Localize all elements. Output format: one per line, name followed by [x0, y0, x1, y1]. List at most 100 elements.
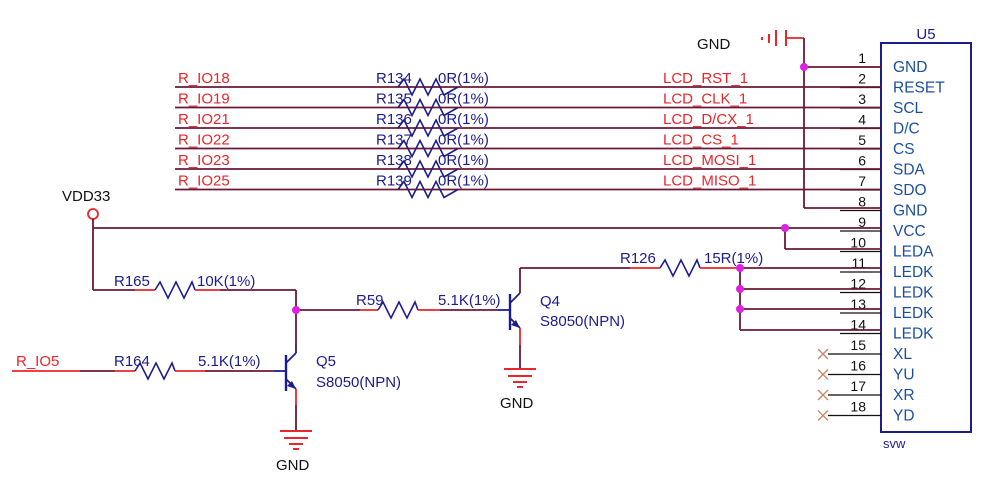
pin-name: GND	[893, 203, 927, 220]
signal-net-out: LCD_MOSI_1	[663, 152, 756, 169]
pin-number: 16	[850, 358, 866, 374]
pin-name: SDO	[893, 182, 927, 199]
signal-net-out: LCD_MISO_1	[663, 173, 756, 190]
pin-number: 11	[851, 255, 866, 271]
pin-name: D/C	[893, 121, 920, 138]
signal-resistor-ref: R135	[376, 91, 412, 108]
pin-name: YD	[893, 408, 915, 425]
ground-symbol-q4	[504, 368, 536, 388]
pin-number: 3	[858, 91, 866, 107]
signal-resistor-value: 0R(1%)	[438, 91, 489, 108]
signal-resistor	[397, 118, 459, 138]
signal-net-in: R_IO22	[178, 132, 230, 149]
resistor-r59	[377, 300, 419, 320]
r59-ref: R59	[356, 292, 384, 309]
pin-number: 8	[858, 194, 866, 210]
signal-resistor-value: 0R(1%)	[438, 70, 489, 87]
signal-net-in: R_IO18	[178, 70, 230, 87]
r59-value: 5.1K(1%)	[438, 292, 501, 309]
signal-resistor	[397, 77, 459, 97]
ground-label-q4: GND	[500, 395, 534, 412]
r-io5-label: R_IO5	[16, 353, 59, 370]
pin-number: 17	[850, 378, 866, 394]
pin-name: LEDK	[893, 264, 934, 281]
ground-symbol-q5	[280, 430, 312, 450]
pin-name: XR	[893, 387, 915, 404]
junction-ledk-13	[736, 305, 744, 313]
signal-net-out: LCD_CLK_1	[663, 91, 747, 108]
ground-symbol-top	[761, 30, 881, 209]
signal-resistor-ref: R134	[376, 70, 412, 87]
q5-ref: Q5	[316, 353, 336, 370]
pin-name: CS	[893, 141, 915, 158]
pin-name: VCC	[893, 223, 926, 240]
pin-name: YU	[893, 367, 915, 384]
signal-net-out: LCD_CS_1	[663, 132, 739, 149]
signal-net-in: R_IO21	[178, 111, 230, 128]
connector-footer: svw	[883, 436, 906, 451]
connector-body	[880, 42, 972, 433]
pin-number: 6	[858, 153, 866, 169]
ledk-bus	[736, 264, 881, 331]
r164-ref: R164	[114, 353, 150, 370]
pin-number: 18	[850, 399, 866, 415]
junction-gnd	[800, 63, 808, 71]
connector-ref: U5	[916, 26, 935, 43]
signal-line: R_IO19 R135 0R(1%) LCD_CLK_1	[175, 91, 881, 118]
signal-resistor-value: 0R(1%)	[438, 111, 489, 128]
pin-name: RESET	[893, 80, 945, 97]
pin-name: SDA	[893, 162, 926, 179]
pin-name: XL	[893, 346, 912, 363]
pin-number: 1	[858, 50, 866, 66]
pin-name: LEDK	[893, 285, 934, 302]
signal-resistor-value: 0R(1%)	[438, 132, 489, 149]
signal-resistor	[397, 97, 459, 118]
pin-number: 4	[858, 112, 866, 128]
pin-name: LEDK	[893, 326, 934, 343]
signal-line: R_IO25 R139 0R(1%) LCD_MISO_1	[175, 173, 881, 200]
r165-ref: R165	[114, 273, 150, 290]
connector-pins: 1GND2RESET3SCL4D/C5CS6SDA7SDO8GND9VCC10L…	[840, 50, 945, 425]
signal-net-in: R_IO23	[178, 152, 230, 169]
q4-ref: Q4	[540, 293, 560, 310]
signal-net-out: LCD_D/CX_1	[663, 111, 754, 128]
signal-resistor-ref: R139	[376, 173, 412, 190]
pin-number: 14	[850, 317, 866, 333]
pin-name: LEDK	[893, 305, 934, 322]
r165-value: 10K(1%)	[197, 273, 255, 290]
signal-resistor	[397, 159, 459, 179]
pin-number: 10	[850, 235, 866, 251]
signal-line: R_IO22 R137 0R(1%) LCD_CS_1	[175, 132, 881, 159]
r164-value: 5.1K(1%)	[198, 353, 261, 370]
signal-resistor	[397, 138, 459, 159]
junction-vcc	[781, 224, 789, 232]
signal-resistor	[397, 179, 459, 200]
pin-name: LEDA	[893, 244, 934, 261]
pin-number: 9	[858, 214, 866, 230]
signal-net-in: R_IO25	[178, 173, 230, 190]
pin-name: SCL	[893, 100, 924, 117]
vdd33-rail	[87, 208, 881, 290]
resistor-r126	[659, 258, 701, 278]
signal-resistor-value: 0R(1%)	[438, 152, 489, 169]
q5-part: S8050(NPN)	[316, 374, 401, 391]
signal-resistor-ref: R138	[376, 152, 412, 169]
pin-number: 2	[858, 71, 866, 87]
no-connect-marks	[817, 348, 840, 421]
resistor-r164	[134, 361, 176, 381]
transistor-q5	[274, 345, 297, 430]
pin-name: GND	[893, 59, 927, 76]
junction-ledk-12	[736, 285, 744, 293]
signal-net-in: R_IO19	[178, 91, 230, 108]
signal-resistor-ref: R137	[376, 132, 412, 149]
pin-number: 12	[850, 276, 866, 292]
vdd33-terminal	[87, 208, 99, 220]
ground-label-top: GND	[697, 36, 731, 53]
r126-value: 15R(1%)	[704, 250, 763, 267]
q4-part: S8050(NPN)	[540, 313, 625, 330]
signal-resistor-value: 0R(1%)	[438, 173, 489, 190]
signal-line: R_IO23 R138 0R(1%) LCD_MOSI_1	[175, 152, 881, 179]
